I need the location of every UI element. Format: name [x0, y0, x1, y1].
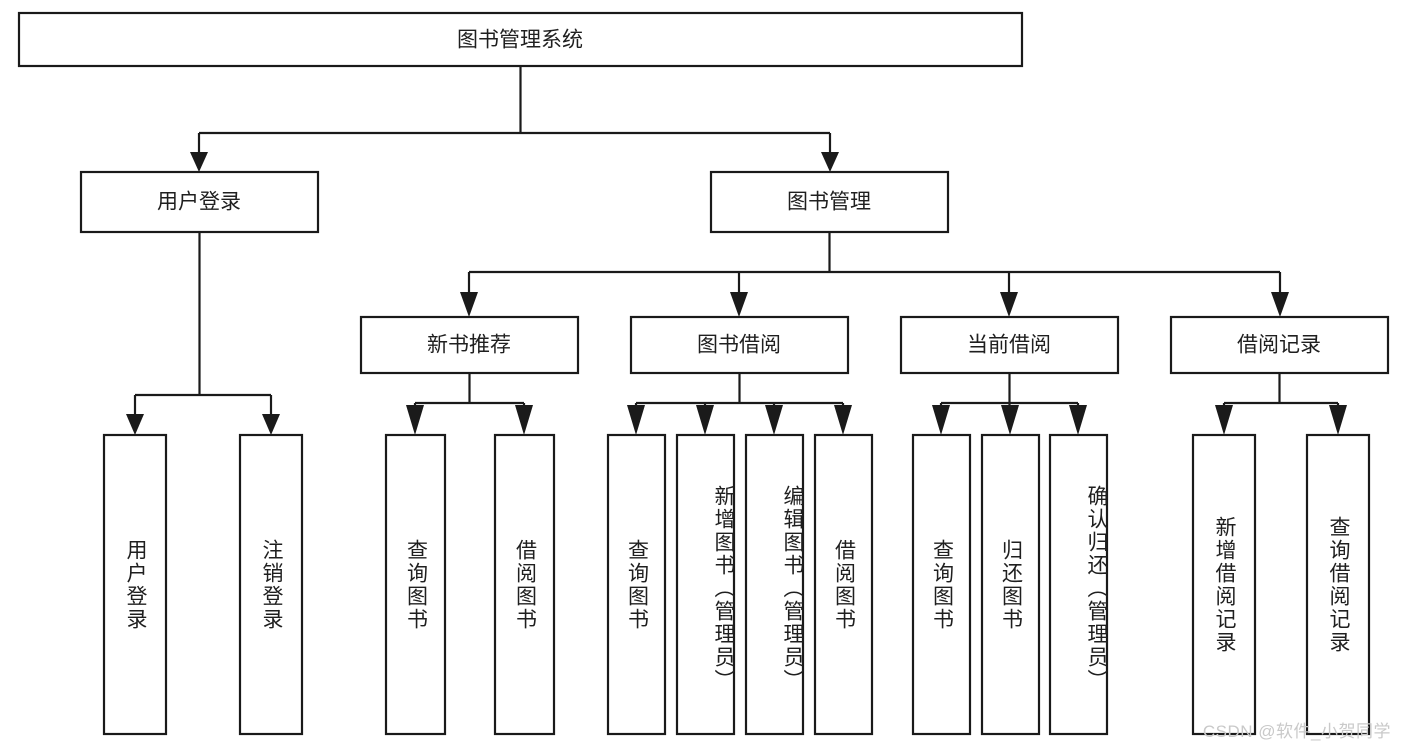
arrowhead-user-login: [190, 152, 208, 172]
node-book-borrow[interactable]: 图书借阅: [629, 315, 850, 375]
node-user-login-label: 用户登录: [157, 191, 241, 214]
node-new-book-rec[interactable]: 新书推荐: [359, 315, 580, 375]
node-borrow-record[interactable]: 借阅记录: [1169, 315, 1390, 375]
arrowhead-leaf-borrow-book-1: [515, 405, 533, 435]
arrowhead-leaf-edit-book: [765, 405, 783, 435]
arrowhead-new-book-rec: [460, 292, 478, 317]
arrowhead-borrow-record: [1271, 292, 1289, 317]
node-leaf-return-book-box[interactable]: [980, 433, 1041, 736]
node-root-box[interactable]: [17, 11, 1024, 68]
edge-bookmanage-to-row3: [467, 232, 1282, 297]
node-leaf-query-book-3-box[interactable]: [911, 433, 972, 736]
arrowhead-leaf-add-record: [1215, 405, 1233, 435]
arrowhead-leaf-user-login: [126, 414, 144, 435]
arrowhead-leaf-query-record: [1329, 405, 1347, 435]
arrowhead-layer: [126, 152, 1347, 435]
node-current-borrow[interactable]: 当前借阅: [899, 315, 1120, 375]
node-leaf-add-record-box[interactable]: [1191, 433, 1257, 736]
node-leaf-user-login-box[interactable]: [102, 433, 168, 736]
arrowhead-book-manage: [821, 152, 839, 172]
node-book-borrow-label: 图书借阅: [697, 334, 781, 357]
node-book-manage-label: 图书管理: [787, 191, 871, 214]
edge-newbookrec-to-leaves: [413, 373, 526, 420]
node-leaf-logout-box[interactable]: [238, 433, 304, 736]
arrowhead-leaf-query-book-1: [406, 405, 424, 435]
leaf-box-layer: [102, 433, 1371, 736]
arrowhead-current-borrow: [1000, 292, 1018, 317]
arrowhead-book-borrow: [730, 292, 748, 317]
node-user-login[interactable]: 用户登录: [79, 170, 320, 234]
node-leaf-confirm-return-box[interactable]: [1048, 433, 1109, 736]
node-leaf-query-record-box[interactable]: [1305, 433, 1371, 736]
node-current-borrow-box[interactable]: [899, 315, 1120, 375]
node-leaf-query-book-2-box[interactable]: [606, 433, 667, 736]
connector-layer: [133, 66, 1340, 420]
node-leaf-edit-book-box[interactable]: [744, 433, 805, 736]
arrowhead-leaf-confirm-return: [1069, 405, 1087, 435]
node-user-login-box[interactable]: [79, 170, 320, 234]
arrowhead-leaf-query-book-3: [932, 405, 950, 435]
node-leaf-add-book-box[interactable]: [675, 433, 736, 736]
watermark-text: CSDN @软件_小贺同学: [1202, 722, 1391, 741]
node-leaf-borrow-book-1-box[interactable]: [493, 433, 556, 736]
node-leaf-query-book-1-box[interactable]: [384, 433, 447, 736]
node-root[interactable]: 图书管理系统: [17, 11, 1024, 68]
node-book-borrow-box[interactable]: [629, 315, 850, 375]
arrowhead-leaf-query-book-2: [627, 405, 645, 435]
node-book-manage-box[interactable]: [709, 170, 950, 234]
node-new-book-rec-label: 新书推荐: [427, 334, 511, 357]
arrowhead-leaf-return-book: [1001, 405, 1019, 435]
node-book-manage[interactable]: 图书管理: [709, 170, 950, 234]
edge-borrowrecord-to-leaves: [1222, 373, 1340, 420]
node-leaf-borrow-book-2-box[interactable]: [813, 433, 874, 736]
node-root-label: 图书管理系统: [457, 29, 583, 52]
edge-bookborrow-to-leaves: [634, 373, 845, 420]
arrowhead-leaf-borrow-book-2: [834, 405, 852, 435]
edge-root-to-row2: [197, 66, 832, 158]
edge-userlogin-to-leaves: [133, 232, 273, 420]
arrowhead-leaf-logout: [262, 414, 280, 435]
node-current-borrow-label: 当前借阅: [967, 334, 1051, 357]
arrowhead-leaf-add-book: [696, 405, 714, 435]
node-borrow-record-label: 借阅记录: [1237, 334, 1321, 357]
node-new-book-rec-box[interactable]: [359, 315, 580, 375]
node-borrow-record-box[interactable]: [1169, 315, 1390, 375]
